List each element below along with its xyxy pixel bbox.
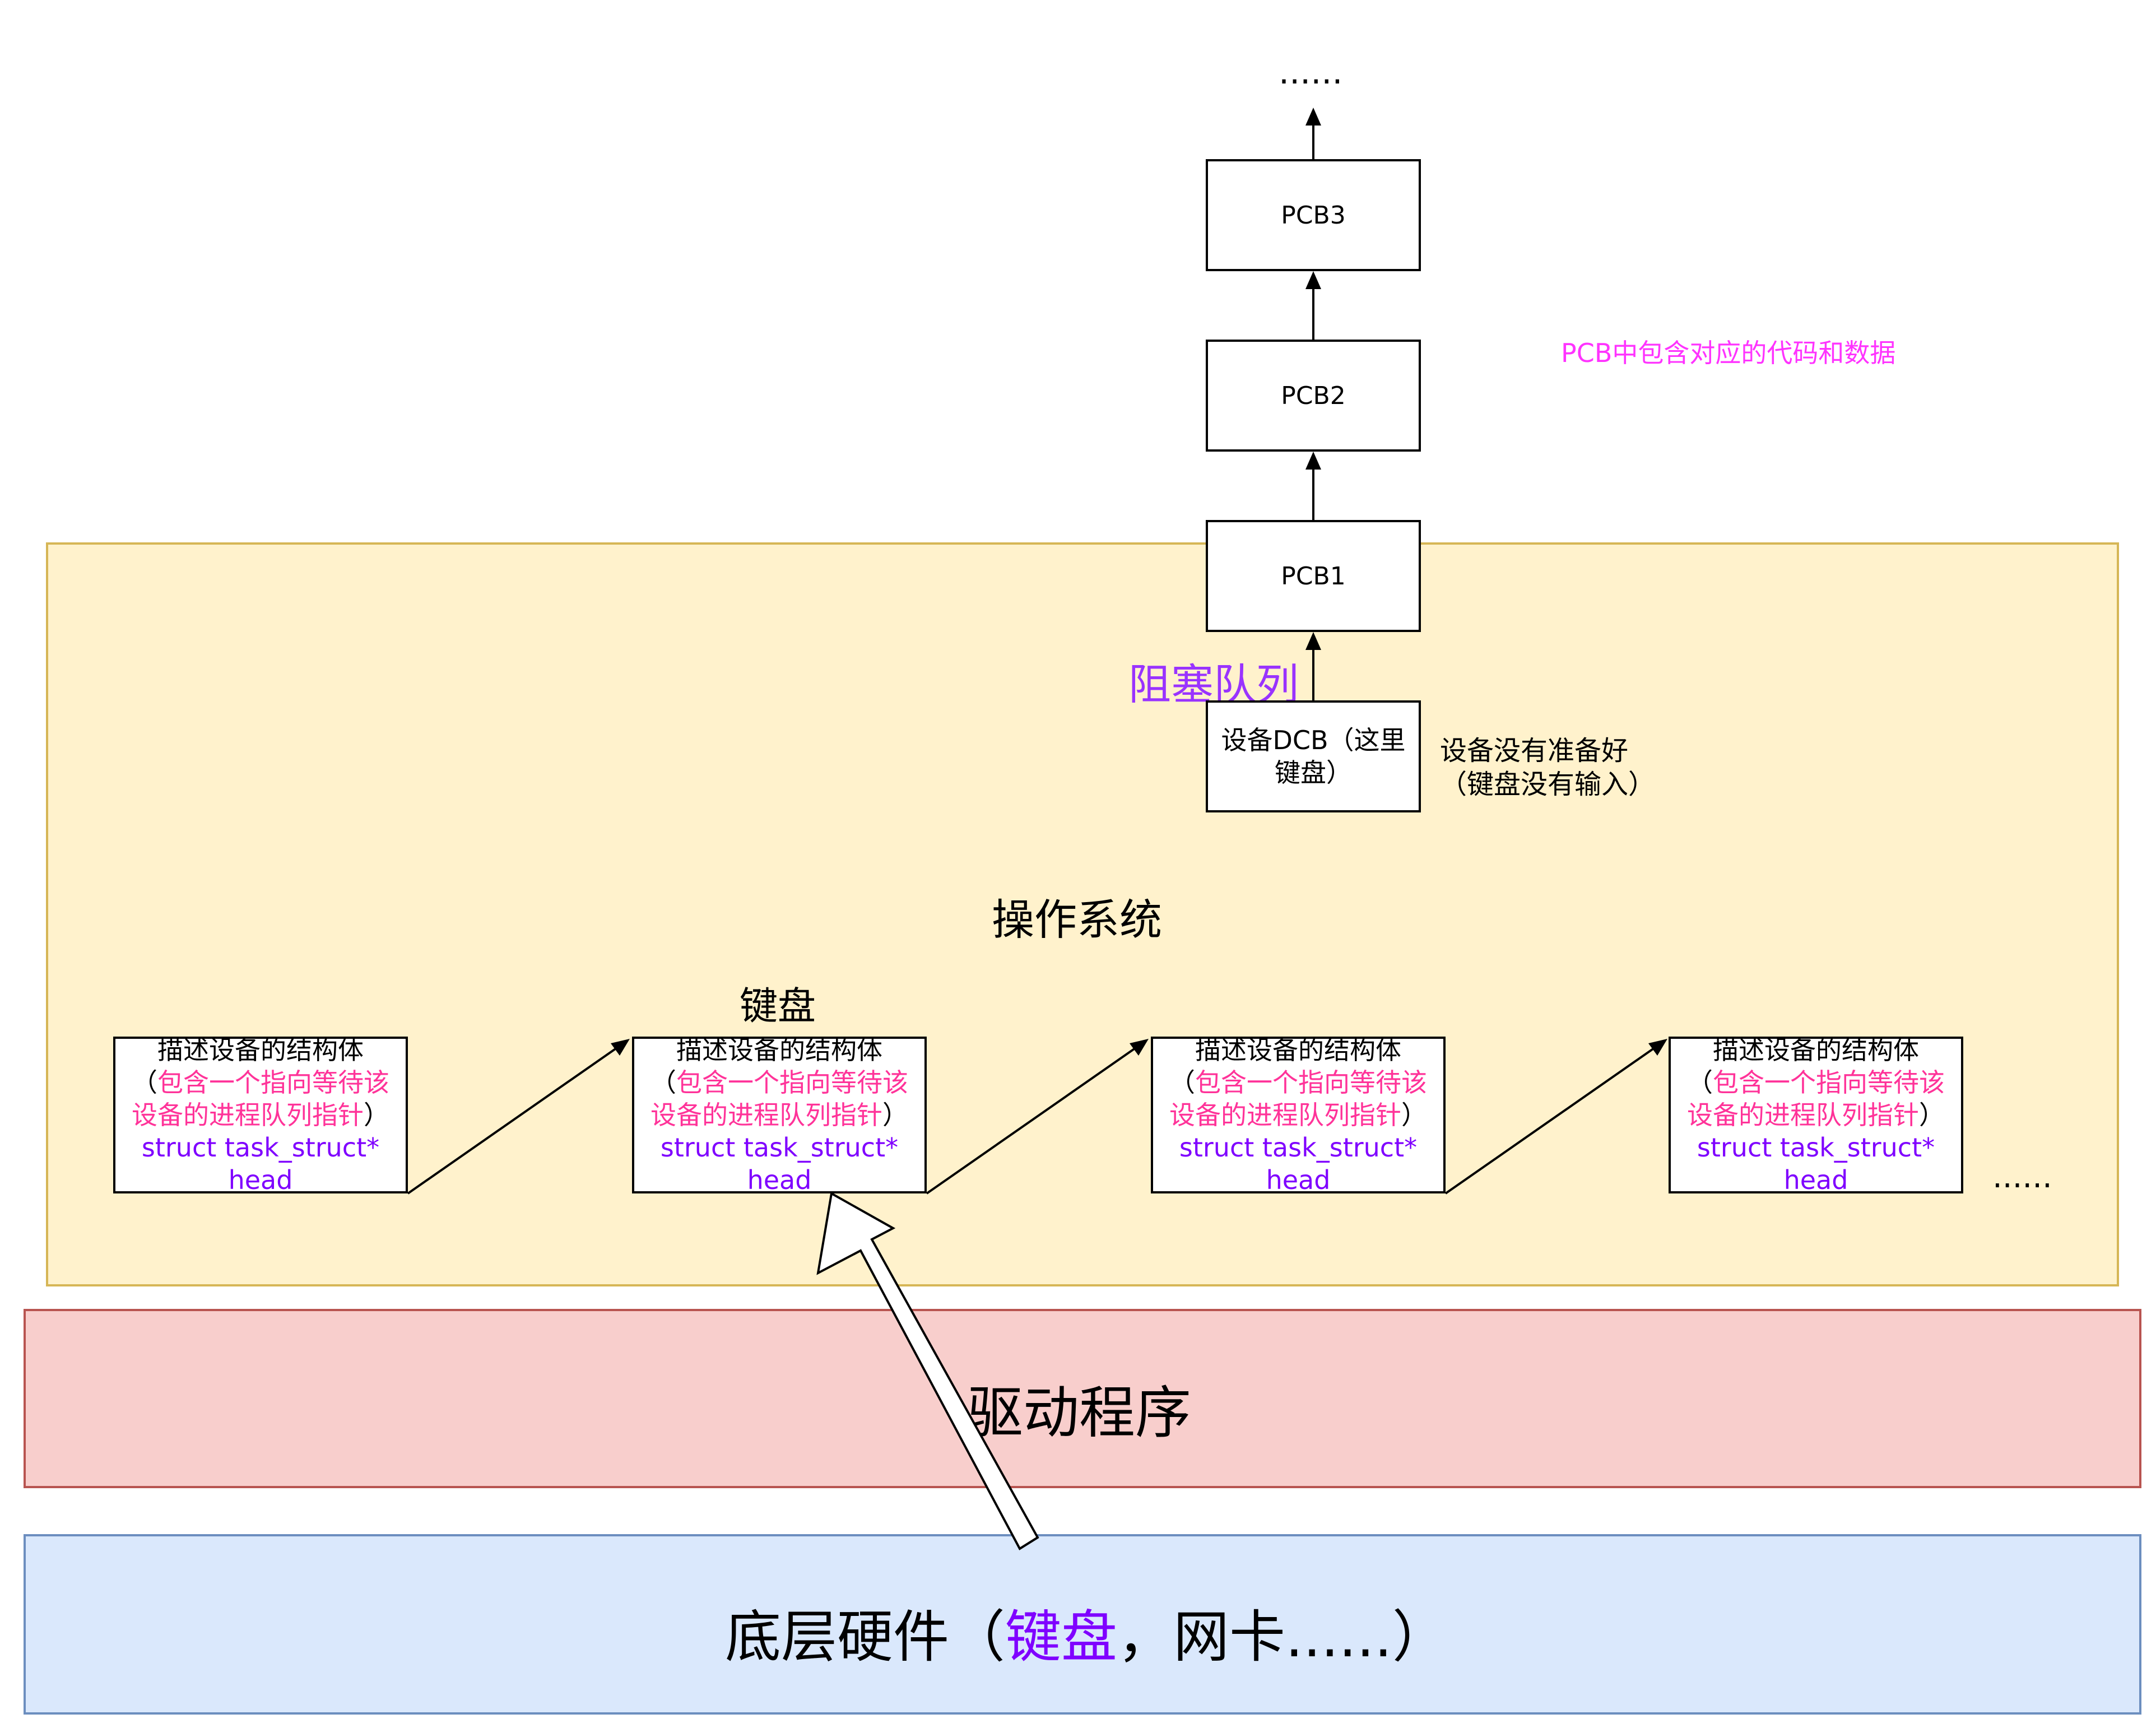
hardware-to-keyboard-arrow	[816, 1191, 1039, 1550]
driver-label: 驱动程序	[967, 1380, 1191, 1446]
arrow-dev3-to-dev4	[1444, 1046, 1657, 1195]
arrow-dev1-to-dev2	[407, 1046, 620, 1195]
device-struct-title: 描述设备的结构体	[676, 1035, 882, 1065]
driver-layer	[24, 1309, 2141, 1488]
device-struct-desc-1: （包含一个指向等待该	[1169, 1067, 1427, 1098]
device-struct-desc-1: （包含一个指向等待该	[1687, 1067, 1945, 1098]
device-struct-title: 描述设备的结构体	[157, 1035, 364, 1065]
device-struct-box-4: 描述设备的结构体 （包含一个指向等待该 设备的进程队列指针） struct ta…	[1669, 1035, 1963, 1195]
pcb-top-ellipsis: ......	[1279, 53, 1343, 92]
keyboard-label: 键盘	[740, 984, 816, 1029]
dcb-note-line-1: 设备没有准备好	[1440, 735, 1629, 767]
device-struct-desc-2: 设备的进程队列指针）	[132, 1100, 389, 1130]
hardware-label-prefix: 底层硬件（	[725, 1604, 1005, 1670]
hardware-label-highlight: 键盘	[1005, 1604, 1117, 1670]
dcb-note-line-2: （键盘没有输入）	[1440, 769, 1656, 800]
arrowhead-dcb-to-pcb1	[1305, 632, 1321, 650]
device-struct-title: 描述设备的结构体	[1713, 1035, 1919, 1065]
pcb-label: PCB2	[1281, 381, 1346, 410]
arrow-dev2-to-dev3	[926, 1046, 1139, 1195]
device-struct-field: struct task_struct* head	[1697, 1132, 1935, 1195]
pcb-box-2: PCB2	[1206, 340, 1421, 452]
device-struct-box-1: 描述设备的结构体 （包含一个指向等待该 设备的进程队列指针） struct ta…	[113, 1035, 408, 1195]
os-label: 操作系统	[992, 895, 1162, 945]
arrowhead-dev1-to-dev2	[611, 1039, 630, 1056]
dcb-box: 设备DCB（这里 键盘）	[1206, 700, 1421, 812]
arrowhead-dev2-to-dev3	[1130, 1039, 1149, 1056]
device-struct-title: 描述设备的结构体	[1195, 1035, 1401, 1065]
pcb-note: PCB中包含对应的代码和数据	[1561, 338, 1896, 368]
hardware-label: 底层硬件（键盘，网卡......）	[725, 1591, 1448, 1673]
device-struct-desc-2: 设备的进程队列指针）	[1687, 1100, 1945, 1130]
device-link-arrows	[407, 1039, 1667, 1195]
dcb-note: 设备没有准备好 （键盘没有输入）	[1440, 734, 1655, 801]
device-struct-desc-1: （包含一个指向等待该	[650, 1067, 908, 1098]
pcb-box-1: PCB1	[1206, 520, 1421, 632]
dcb-line-1: 设备DCB（这里	[1221, 725, 1406, 755]
arrowhead-pcb2-to-pcb3	[1305, 271, 1321, 289]
device-struct-field: struct task_struct* head	[660, 1132, 899, 1195]
device-struct-box-3: 描述设备的结构体 （包含一个指向等待该 设备的进程队列指针） struct ta…	[1151, 1035, 1446, 1195]
pcb-label: PCB1	[1281, 561, 1346, 591]
device-struct-box-2: 描述设备的结构体 （包含一个指向等待该 设备的进程队列指针） struct ta…	[632, 1035, 927, 1195]
device-struct-desc-2: 设备的进程队列指针）	[1169, 1100, 1427, 1130]
hardware-label-suffix: ，网卡......）	[1117, 1604, 1448, 1670]
arrowhead-pcb3-to-more	[1305, 108, 1321, 126]
device-struct-field: struct task_struct* head	[141, 1132, 380, 1195]
dcb-line-2: 键盘）	[1275, 758, 1352, 788]
device-struct-field: struct task_struct* head	[1179, 1132, 1418, 1195]
device-ellipsis: ......	[1992, 1159, 2052, 1195]
arrowhead-dev3-to-dev4	[1648, 1039, 1667, 1056]
arrowhead-pcb1-to-pcb2	[1305, 452, 1321, 470]
hardware-layer	[24, 1534, 2141, 1715]
device-struct-desc-1: （包含一个指向等待该	[132, 1067, 389, 1098]
device-struct-desc-2: 设备的进程队列指针）	[650, 1100, 908, 1130]
pcb-label: PCB3	[1281, 201, 1346, 230]
pcb-chain-arrows	[1305, 108, 1321, 700]
pcb-box-3: PCB3	[1206, 159, 1421, 271]
